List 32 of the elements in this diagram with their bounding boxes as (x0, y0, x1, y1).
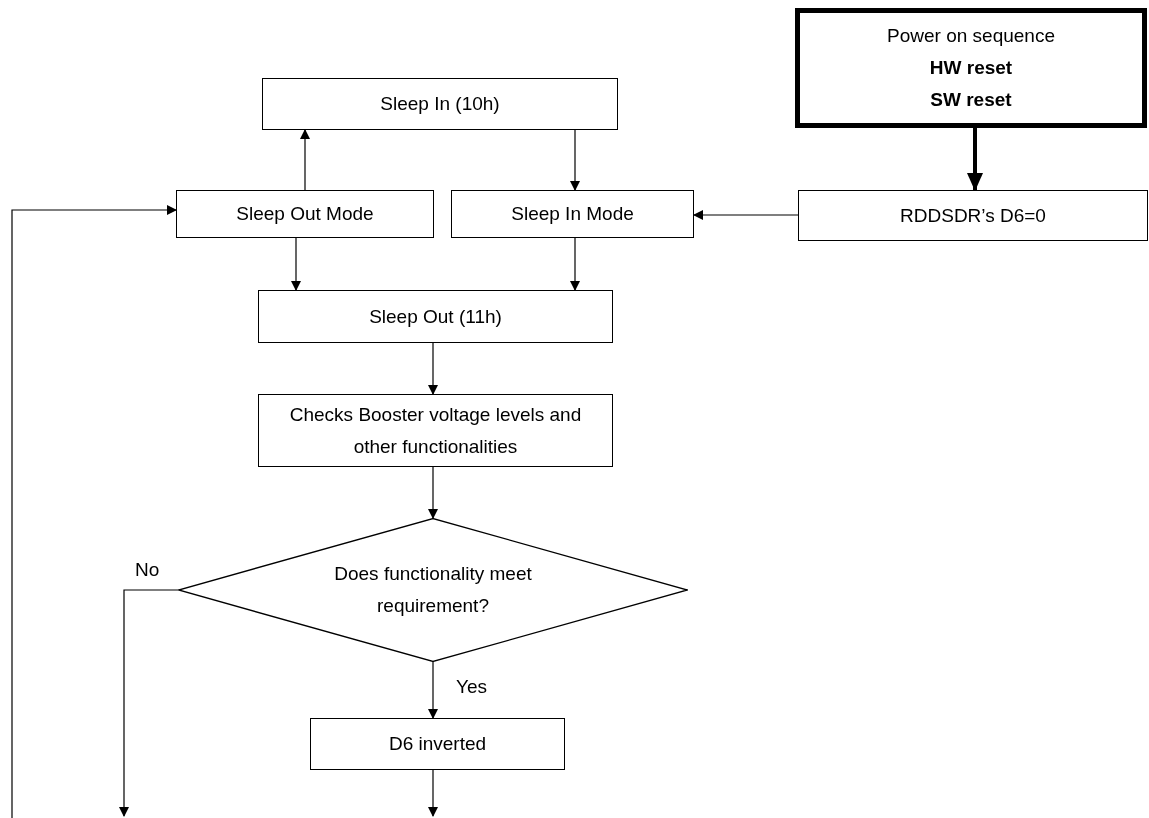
process-box (798, 190, 1148, 241)
node-text: Sleep Out Mode (236, 202, 374, 226)
node-text: RDDSDR’s D6=0 (900, 203, 1046, 228)
node-text: SW reset (930, 88, 1012, 112)
arrow (570, 237, 580, 291)
node-text: Sleep In (10h) (380, 92, 500, 116)
start-box (795, 8, 1147, 128)
process-box (258, 394, 613, 467)
node-text: Power on sequence (887, 24, 1055, 48)
arrow (291, 237, 301, 291)
process-box (176, 190, 434, 238)
arrow (11, 205, 177, 818)
arrow (428, 661, 438, 719)
arrow (428, 342, 438, 395)
node-text: D6 inverted (388, 732, 487, 756)
arrow (967, 128, 983, 191)
node-text: Sleep Out (11h) (369, 304, 502, 329)
process-box (258, 290, 613, 343)
process-box (310, 718, 565, 770)
arrow (428, 769, 438, 817)
node-text: HW reset (929, 56, 1013, 80)
node-text: Does functionality meet requirement? (333, 562, 533, 618)
node-text: Sleep In Mode (511, 202, 634, 226)
arrow (300, 129, 310, 191)
arrow (428, 466, 438, 519)
arrow (693, 210, 799, 220)
process-box (451, 190, 694, 238)
arrow (119, 589, 179, 817)
process-box (262, 78, 618, 130)
decision-diamond (178, 518, 688, 662)
node-text: Checks Booster voltage levels and other functionalities (288, 402, 583, 459)
arrow (570, 129, 580, 191)
